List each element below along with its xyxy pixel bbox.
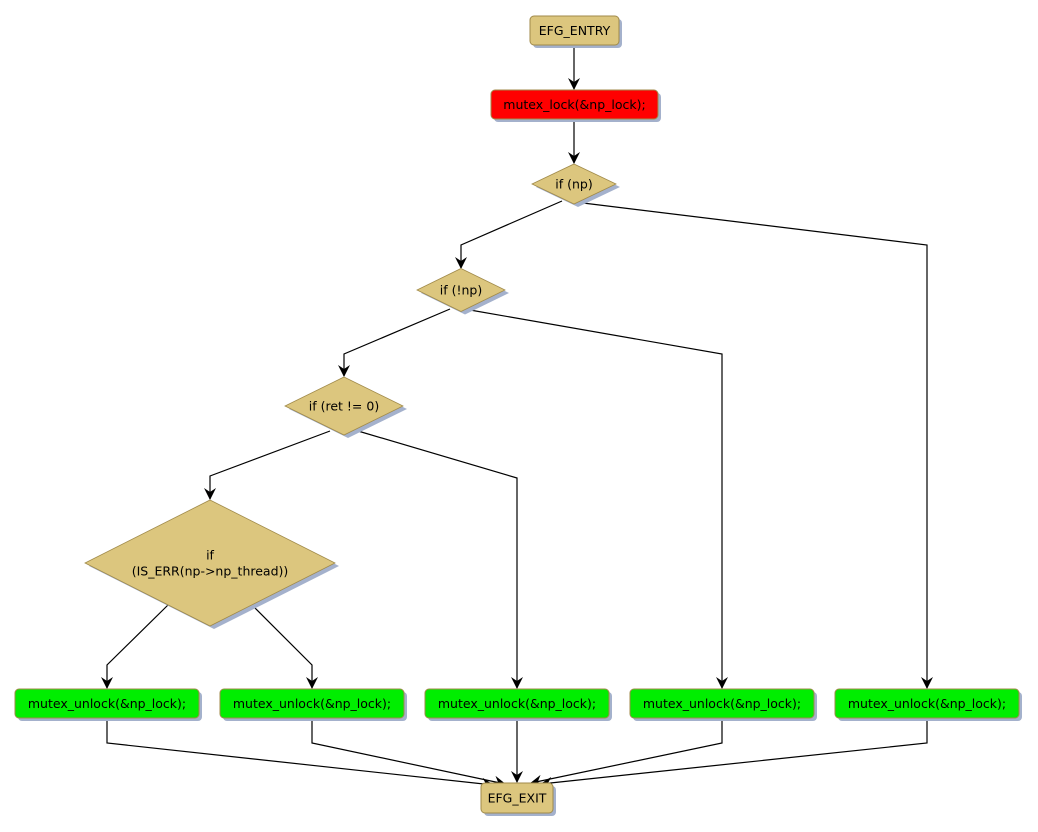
edges-layer bbox=[101, 45, 933, 790]
edge-unlock5-to-exit bbox=[540, 718, 928, 789]
nodes-layer: EFG_ENTRY mutex_lock(&np_lock);if (np) if … bbox=[14, 15, 1022, 816]
edge-if_not_np-to-if_ret bbox=[338, 308, 451, 377]
node-box bbox=[490, 89, 659, 120]
edge-if_ret-to-unlock3 bbox=[357, 430, 523, 689]
node-label: if bbox=[206, 548, 214, 563]
node-label: (IS_ERR(np->np_thread)) bbox=[132, 564, 289, 579]
node-if-np[interactable]: if (np) bbox=[531, 163, 620, 207]
node-entry[interactable]: EFG_ENTRY bbox=[529, 15, 622, 48]
node-exit[interactable]: EFG_EXIT bbox=[480, 782, 556, 816]
node-diamond bbox=[416, 268, 506, 312]
node-if-is-err[interactable]: if(IS_ERR(np->np_thread)) bbox=[84, 499, 339, 629]
node-box bbox=[529, 15, 620, 46]
node-box bbox=[629, 688, 815, 719]
edge-if_not_np-to-unlock4 bbox=[469, 309, 728, 689]
node-unlock3[interactable]: mutex_unlock(&np_lock); bbox=[424, 688, 612, 721]
edge-unlock2-to-exit bbox=[311, 718, 506, 788]
node-label: mutex_unlock(&np_lock); bbox=[643, 696, 801, 711]
edge-if_np-to-unlock5 bbox=[582, 202, 933, 689]
node-box bbox=[14, 688, 200, 719]
node-label: mutex_unlock(&np_lock); bbox=[848, 696, 1006, 711]
edge-if_ret-to-if_is_err bbox=[204, 430, 331, 500]
node-box bbox=[424, 688, 610, 719]
node-label: if (ret != 0) bbox=[309, 399, 379, 414]
node-lock[interactable]: mutex_lock(&np_lock); bbox=[490, 89, 661, 122]
node-box bbox=[834, 688, 1020, 719]
node-diamond bbox=[531, 163, 617, 205]
node-unlock4[interactable]: mutex_unlock(&np_lock); bbox=[629, 688, 817, 721]
node-unlock5[interactable]: mutex_unlock(&np_lock); bbox=[834, 688, 1022, 721]
node-diamond bbox=[84, 499, 336, 627]
edge-unlock1-to-exit bbox=[106, 718, 494, 790]
node-label: mutex_unlock(&np_lock); bbox=[233, 696, 391, 711]
node-label: mutex_unlock(&np_lock); bbox=[438, 696, 596, 711]
node-box bbox=[480, 782, 554, 814]
node-label: if (!np) bbox=[440, 283, 482, 298]
node-unlock1[interactable]: mutex_unlock(&np_lock); bbox=[14, 688, 202, 721]
edge-if_is_err-to-unlock2 bbox=[251, 604, 318, 689]
node-label: mutex_lock(&np_lock); bbox=[503, 97, 645, 112]
node-label: EFG_EXIT bbox=[488, 791, 547, 806]
edge-unlock4-to-exit bbox=[530, 718, 723, 787]
node-box bbox=[219, 688, 405, 719]
node-if-ret[interactable]: if (ret != 0) bbox=[284, 376, 407, 438]
node-diamond bbox=[284, 376, 404, 436]
edge-if_np-to-if_not_np bbox=[455, 200, 563, 269]
node-label: EFG_ENTRY bbox=[539, 23, 611, 38]
node-label: if (np) bbox=[555, 177, 592, 192]
edge-if_is_err-to-unlock1 bbox=[101, 604, 169, 689]
node-label: mutex_unlock(&np_lock); bbox=[28, 696, 186, 711]
node-unlock2[interactable]: mutex_unlock(&np_lock); bbox=[219, 688, 407, 721]
node-if-not-np[interactable]: if (!np) bbox=[416, 268, 509, 315]
